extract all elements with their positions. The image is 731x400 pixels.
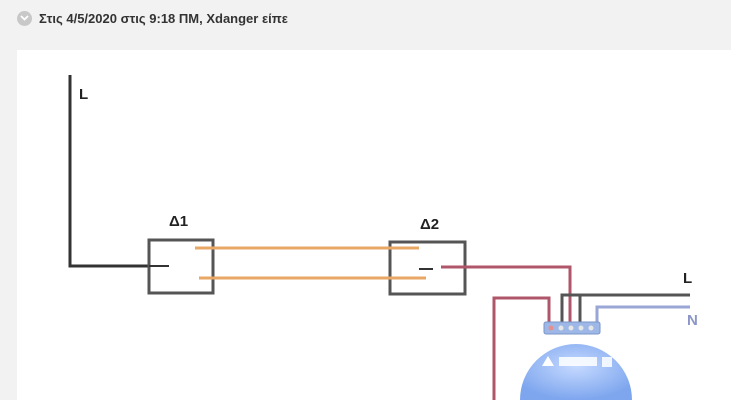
label-switch-1: Δ1 [169,213,188,230]
load-output-wire [492,296,551,400]
neutral-wire [595,305,690,328]
quote-author-line: Στις 4/5/2020 στις 9:18 ΠΜ, Xdanger είπε [39,10,288,26]
quote-header[interactable]: Στις 4/5/2020 στις 9:18 ΠΜ, Xdanger είπε [0,0,731,36]
label-n: N [687,312,698,329]
relay-module-icon [520,321,632,400]
switched-live-wire [441,265,572,328]
line-input-wire [68,75,149,268]
wiring-diagram-svg: L Δ1 Δ2 L N [68,75,698,400]
chevron-down-icon[interactable] [17,10,32,26]
label-l-top: L [79,86,88,103]
live-right-wire [560,293,690,328]
wiring-diagram: L Δ1 Δ2 L N [17,50,731,400]
label-l-right: L [683,270,692,287]
label-switch-2: Δ2 [420,216,439,233]
